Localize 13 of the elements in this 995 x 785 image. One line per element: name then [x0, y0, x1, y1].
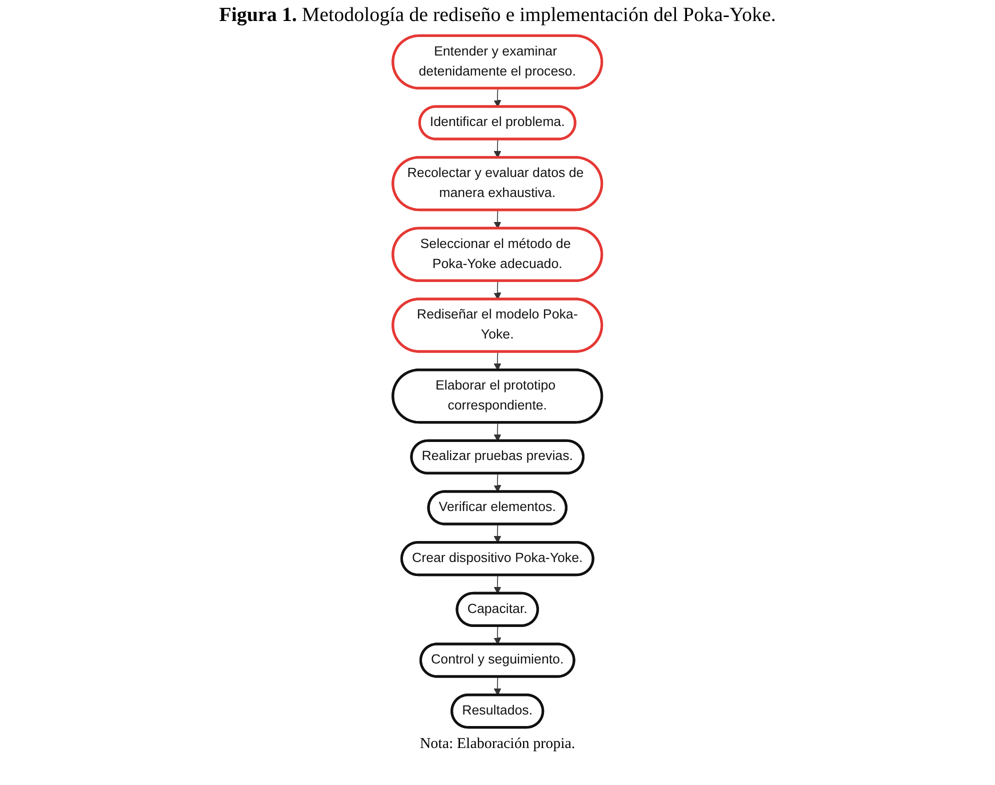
- arrow: [494, 574, 502, 594]
- arrow: [494, 473, 502, 492]
- figure-caption: Nota: Elaboración propia.: [418, 736, 576, 753]
- arrow: [494, 210, 502, 229]
- arrow: [494, 352, 502, 371]
- arrow: [494, 626, 502, 645]
- arrow: [494, 139, 502, 158]
- arrow: [494, 524, 502, 544]
- arrow: [494, 422, 502, 442]
- figure-title: Figura 1. Metodología de rediseño e implementación del Poka-Yoke.: [218, 4, 777, 27]
- arrow: [494, 88, 502, 108]
- arrow: [494, 280, 502, 300]
- arrow: [494, 676, 502, 696]
